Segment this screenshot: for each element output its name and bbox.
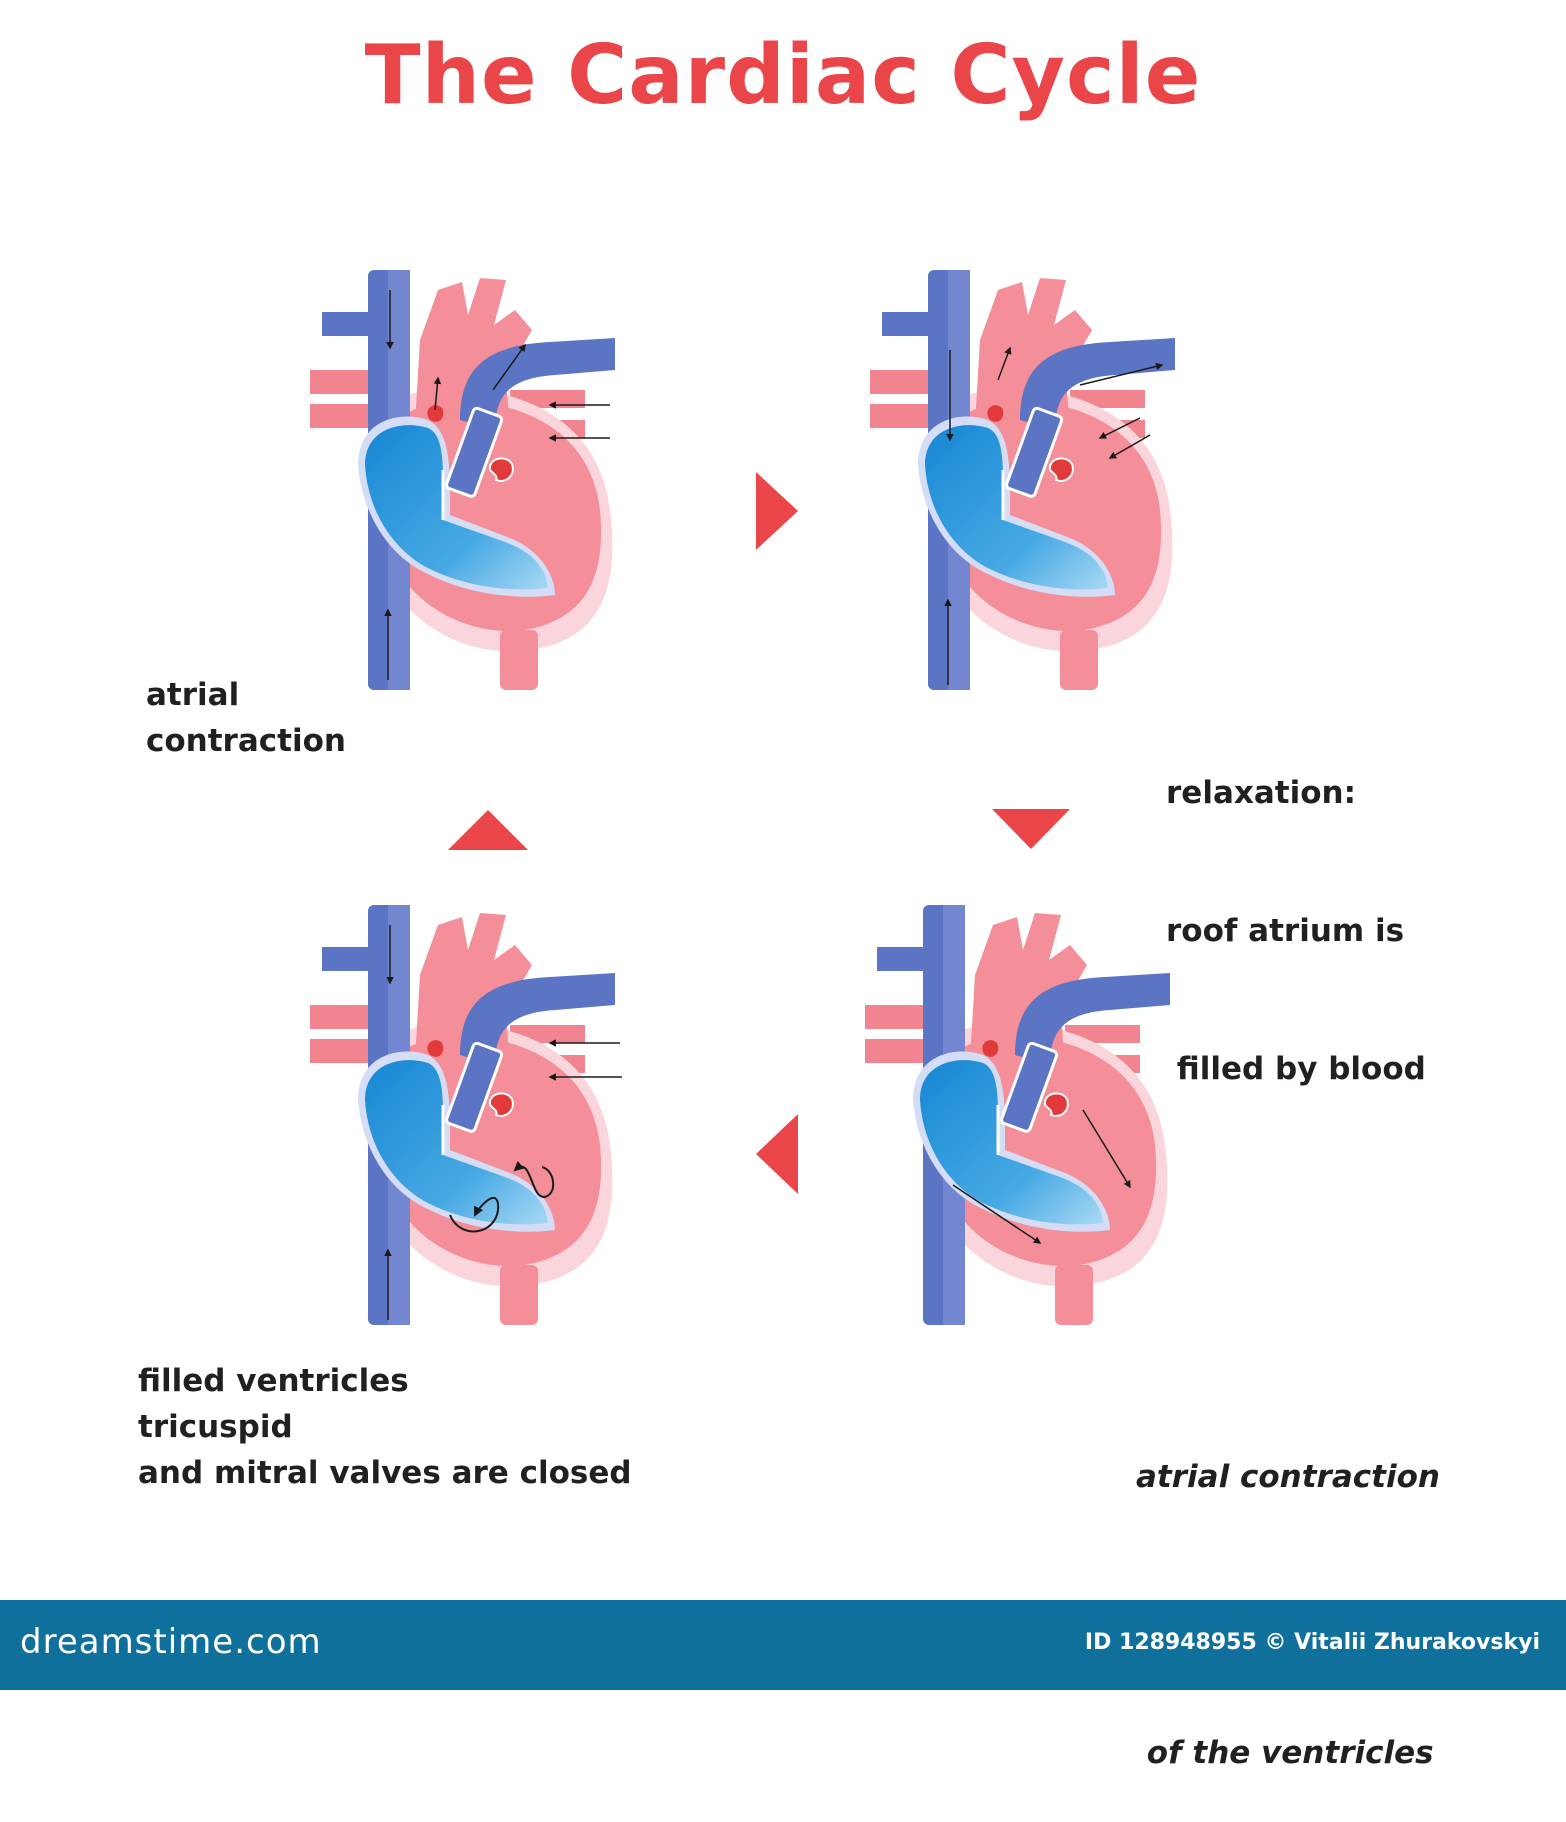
heart-diagram bbox=[870, 270, 1177, 692]
panel-label-filled-ventricles: filled ventricles tricuspid and mitral v… bbox=[138, 1358, 632, 1496]
page-title: The Cardiac Cycle bbox=[364, 28, 1202, 123]
flow-arrow bbox=[997, 346, 1012, 381]
label-line: atrial bbox=[146, 677, 240, 713]
label-line: roof atrium is bbox=[1166, 913, 1405, 949]
panel-label-relaxation: relaxation: roof atrium is filled by blo… bbox=[1166, 678, 1426, 1138]
flow-arrow bbox=[1108, 434, 1151, 459]
flow-arrow bbox=[492, 343, 526, 391]
flow-arrow bbox=[1082, 1109, 1131, 1189]
label-line: contraction bbox=[146, 723, 346, 759]
flow-arrow bbox=[1079, 362, 1164, 386]
flow-arrow bbox=[952, 1184, 1042, 1244]
label-line: filled ventricles bbox=[138, 1363, 409, 1399]
image-credit: ID 128948955 © Vitalii Zhurakovskyi bbox=[1084, 1630, 1540, 1655]
flow-arrow bbox=[1098, 417, 1141, 439]
cycle-arrow-right-icon bbox=[756, 472, 798, 550]
label-line: and mitral valves are closed bbox=[138, 1455, 632, 1491]
label-line: atrial contraction bbox=[1136, 1459, 1440, 1495]
brand-logo: dreamstime.com bbox=[20, 1622, 322, 1662]
label-line: tricuspid bbox=[138, 1409, 293, 1445]
watermark-footer: dreamstime.com ID 128948955 © Vitalii Zh… bbox=[0, 1600, 1566, 1690]
flow-arrow bbox=[513, 1160, 555, 1199]
cycle-arrow-up-icon bbox=[448, 810, 528, 850]
label-line: filled by blood bbox=[1166, 1051, 1426, 1087]
cycle-arrow-left-icon bbox=[756, 1114, 798, 1194]
label-line: of the ventricles bbox=[1136, 1735, 1434, 1771]
panel-label-atrial-contraction: atrial contraction bbox=[146, 672, 346, 764]
heart-diagram bbox=[865, 905, 1172, 1327]
label-line: relaxation: bbox=[1166, 775, 1356, 811]
heart-diagram bbox=[310, 270, 617, 692]
heart-diagram bbox=[310, 905, 622, 1327]
flow-arrow bbox=[433, 376, 442, 411]
cycle-arrow-down-icon bbox=[992, 809, 1070, 849]
panel-label-atrial-and-ventricle: atrial contraction and relaxation of the… bbox=[1136, 1362, 1440, 1822]
flow-arrow bbox=[449, 1196, 500, 1233]
